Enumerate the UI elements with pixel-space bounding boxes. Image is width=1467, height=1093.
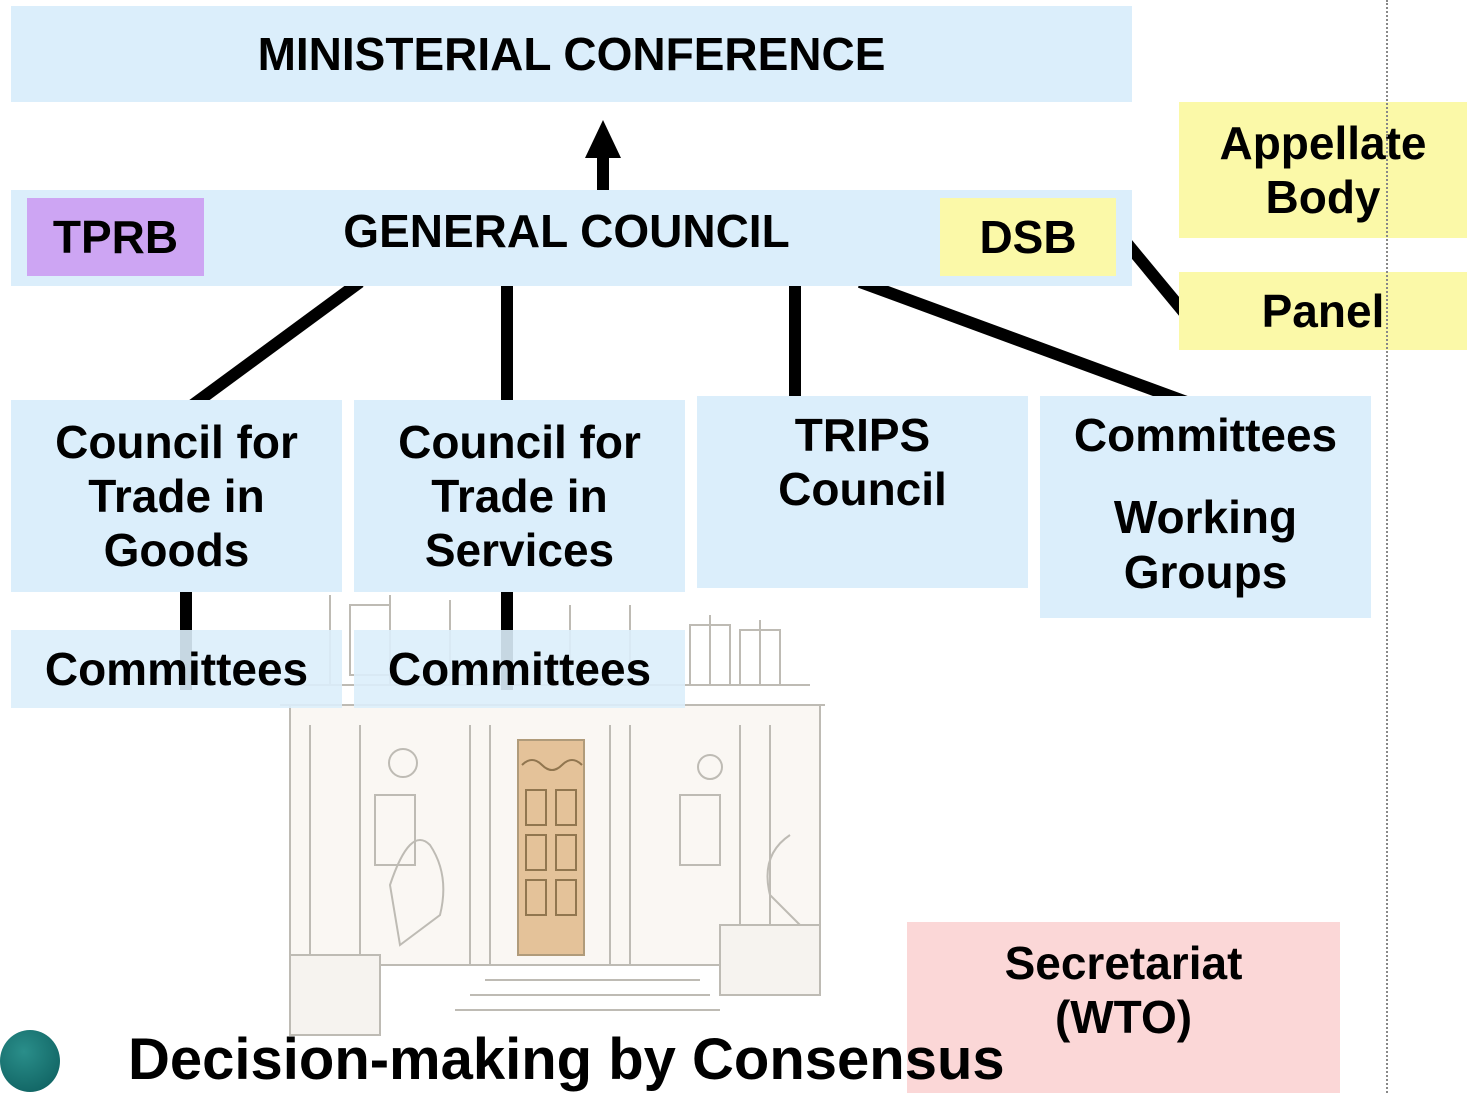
secretariat-box: Secretariat (WTO)	[907, 922, 1340, 1093]
line-gc-goods	[171, 277, 364, 423]
trips-council-line-1: TRIPS	[794, 409, 931, 461]
services-committees-box: Committees	[354, 630, 685, 708]
line-gc-committees	[857, 276, 1195, 410]
council-services-line-1: Council for	[398, 415, 641, 468]
council-goods-line-2: Trade in	[88, 469, 265, 522]
panel-box: Panel	[1179, 272, 1467, 350]
tprb-label: TPRB	[52, 210, 179, 263]
building-sketch	[280, 595, 825, 1036]
committees-working-groups-box: Committees Working Groups	[1040, 396, 1371, 618]
secretariat-line-2: (WTO)	[1054, 991, 1193, 1044]
goods-committees-label: Committees	[44, 642, 309, 695]
bullet-icon	[0, 1030, 60, 1092]
dotted-divider	[1386, 0, 1388, 1093]
trips-council-line-2: Council	[778, 463, 947, 516]
dsb-label: DSB	[979, 210, 1077, 263]
ministerial-conference-label: MINISTERIAL CONFERENCE	[257, 27, 886, 80]
appellate-body-line-1: Appellate	[1219, 116, 1427, 169]
council-goods-line-3: Goods	[103, 524, 250, 577]
council-services-box: Council for Trade in Services	[354, 400, 685, 592]
tprb-box: TPRB	[27, 198, 204, 276]
arrow-head-icon	[585, 120, 621, 158]
committees-wg-line-3: Groups	[1123, 545, 1288, 598]
trips-council-box: TRIPS Council	[697, 396, 1028, 588]
secretariat-line-1: Secretariat	[1004, 937, 1243, 989]
panel-label: Panel	[1261, 284, 1385, 337]
appellate-body-line-2: Body	[1265, 171, 1381, 223]
services-committees-label: Committees	[387, 642, 652, 695]
dsb-box: DSB	[940, 198, 1116, 276]
committees-wg-line-1: Committees	[1073, 409, 1338, 461]
appellate-body-box: Appellate Body	[1179, 102, 1467, 238]
committees-wg-line-2: Working	[1113, 491, 1298, 544]
council-goods-box: Council for Trade in Goods	[11, 400, 342, 592]
footer-caption: Decision-making by Consensus	[128, 1027, 1005, 1092]
council-services-line-2: Trade in	[431, 469, 608, 522]
council-goods-line-1: Council for	[55, 415, 298, 468]
council-services-line-3: Services	[424, 524, 615, 577]
goods-committees-box: Committees	[11, 630, 342, 708]
ministerial-conference-box: MINISTERIAL CONFERENCE	[11, 6, 1132, 102]
general-council-label: GENERAL COUNCIL	[343, 205, 790, 257]
